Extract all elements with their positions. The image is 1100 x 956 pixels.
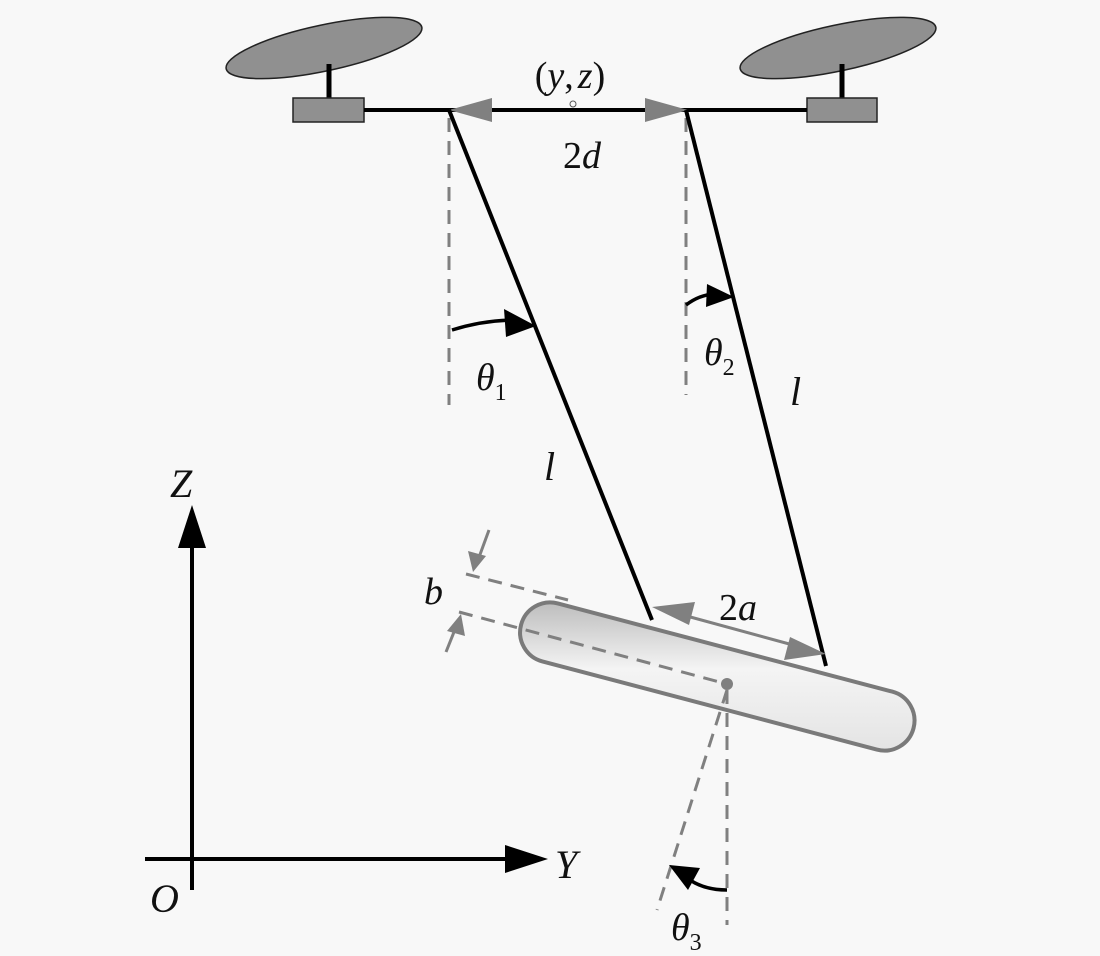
theta2-arc — [684, 284, 734, 307]
center-coordinate-label: (y,z) — [535, 55, 605, 97]
right-rope — [684, 109, 828, 667]
left-rope — [447, 109, 654, 621]
origin-label: O — [150, 876, 179, 921]
separation-arrowhead-right — [645, 98, 688, 122]
coordinate-axes — [145, 505, 548, 890]
theta3-arc — [669, 865, 728, 892]
offset-b-label: b — [424, 571, 443, 613]
center-point-marker — [569, 100, 577, 108]
right-drone — [739, 16, 937, 123]
right-motor — [806, 97, 878, 123]
left-rotor — [225, 16, 423, 80]
payload-bar — [518, 600, 917, 753]
payload-centerline — [458, 610, 728, 686]
rope-left-length-label: l — [544, 444, 555, 489]
payload-body — [518, 600, 917, 753]
z-axis-arrowhead — [178, 505, 206, 548]
rope-right-length-label: l — [790, 369, 801, 414]
separation-arrowhead-left — [449, 98, 492, 122]
left-motor — [292, 97, 365, 123]
right-rotor — [739, 16, 937, 80]
left-drone — [225, 16, 423, 123]
attach-separation-arrow — [652, 602, 826, 660]
theta2-label: θ2 — [704, 332, 735, 381]
payload-offset-line — [465, 572, 569, 602]
y-axis-arrowhead — [505, 845, 548, 873]
attach-separation-label: 2a — [719, 587, 757, 629]
z-axis-label: Z — [170, 461, 193, 506]
separation-arrow — [449, 98, 688, 122]
theta1-arc — [451, 309, 536, 337]
theta1-label: θ1 — [476, 357, 507, 406]
offset-b-arrows — [444, 529, 491, 653]
y-axis-label: Y — [555, 842, 581, 887]
payload-center-point — [721, 678, 733, 690]
separation-label: 2d — [563, 135, 602, 177]
payload-normal-line — [655, 689, 729, 911]
theta3-label: θ3 — [671, 907, 702, 956]
